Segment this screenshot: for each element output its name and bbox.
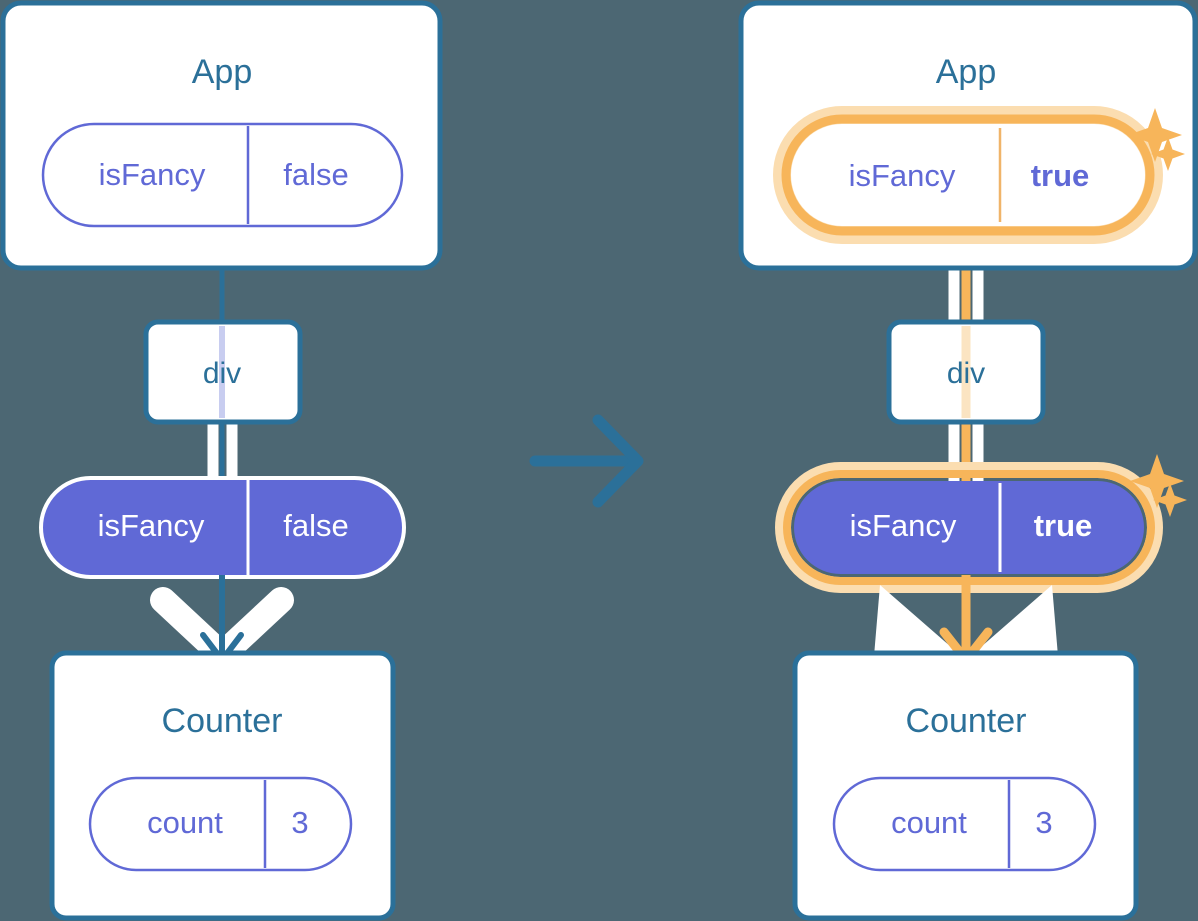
prop-pill-before[interactable]: isFancy false	[39, 476, 406, 579]
counter-state-pill-key-before: count	[147, 805, 223, 840]
prop-pill-key-after: isFancy	[850, 508, 957, 543]
panel-before: App isFancy false div isFancy false	[0, 0, 443, 921]
sparkle-small-icon-prop	[1153, 483, 1187, 517]
transition-arrow	[529, 414, 644, 508]
app-state-pill-key-after: isFancy	[849, 158, 956, 193]
app-card-title-after: App	[936, 53, 997, 91]
app-state-pill-shape-before	[41, 122, 404, 228]
counter-state-pill-value-after: 3	[1035, 805, 1052, 840]
app-state-pill-after[interactable]: isFancy true	[773, 106, 1163, 244]
app-state-pill-key-before: isFancy	[99, 157, 206, 192]
app-state-pill-highlight-ring-after	[781, 114, 1155, 236]
counter-state-pill-shape-before	[88, 776, 353, 872]
sparkle-large-icon-app	[1128, 108, 1182, 162]
sparkle-group-prop-after	[1130, 454, 1187, 517]
prop-pill-shape-before	[39, 476, 406, 579]
counter-card-title-after: Counter	[906, 702, 1027, 740]
div-box-label-after: div	[947, 357, 985, 390]
div-box-after: div	[886, 319, 1046, 425]
panel-after: App isFancy true div isFancy	[738, 0, 1198, 921]
flow-arrow-to-counter-before	[150, 575, 294, 668]
prop-pill-after[interactable]: isFancy true	[775, 462, 1163, 593]
counter-state-pill-after[interactable]: count 3	[832, 776, 1097, 872]
arrow-wing-left-after	[873, 585, 966, 668]
app-card-title-before: App	[192, 53, 253, 91]
counter-state-pill-key-after: count	[891, 805, 967, 840]
app-state-pill-before[interactable]: isFancy false	[41, 122, 404, 228]
sparkle-small-icon-app	[1151, 137, 1185, 171]
div-box-label-before: div	[203, 357, 241, 390]
sparkle-large-icon-prop	[1130, 454, 1184, 508]
arrow-wing-right-after	[966, 585, 1059, 668]
div-box-before: div	[143, 319, 303, 425]
transition-arrow-head	[592, 414, 644, 508]
prop-pill-value-before: false	[283, 508, 348, 543]
sparkle-group-app-after	[1128, 108, 1185, 171]
counter-card-title-before: Counter	[162, 702, 283, 740]
prop-pill-value-after: true	[1034, 508, 1093, 543]
app-state-pill-shape-after	[793, 126, 1143, 224]
prop-pill-key-before: isFancy	[98, 508, 205, 543]
counter-state-pill-value-before: 3	[291, 805, 308, 840]
app-state-pill-value-before: false	[283, 157, 348, 192]
prop-pill-shape-after	[794, 481, 1144, 574]
counter-state-pill-shape-after	[832, 776, 1097, 872]
app-state-pill-value-after: true	[1031, 158, 1090, 193]
counter-state-pill-before[interactable]: count 3	[88, 776, 353, 872]
